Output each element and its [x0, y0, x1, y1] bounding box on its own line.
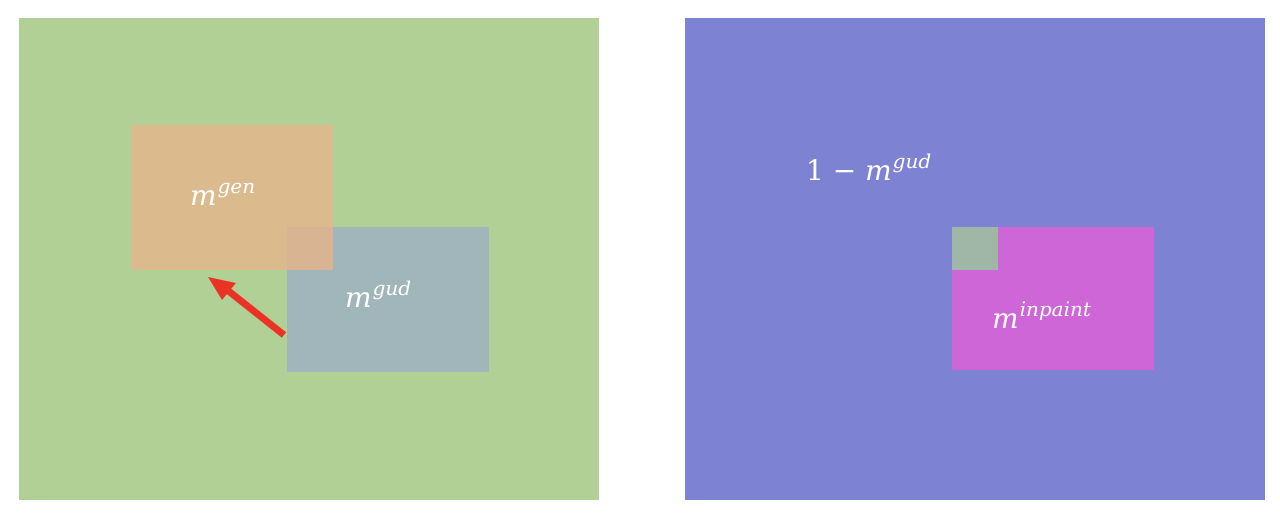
- gud-label-superscript: gud: [372, 276, 412, 300]
- inpaint-mask-label: minpaint: [992, 299, 1091, 335]
- inpaint-label-base: m: [992, 302, 1019, 335]
- gen-label-superscript: gen: [217, 174, 256, 198]
- complement-prefix: 1 −: [806, 154, 866, 187]
- gud-label-base: m: [345, 281, 372, 314]
- complement-label-superscript: gud: [892, 149, 932, 173]
- gud-mask-label: mgud: [345, 278, 411, 314]
- complement-label-base: m: [865, 154, 892, 187]
- inpaint-overlap-region: [952, 227, 998, 270]
- gen-gud-overlap-region: [287, 227, 333, 270]
- gen-mask-label: mgen: [190, 176, 255, 212]
- complement-gud-label: 1 − mgud: [806, 151, 931, 187]
- gen-label-base: m: [190, 179, 217, 212]
- inpaint-label-superscript: inpaint: [1019, 297, 1091, 321]
